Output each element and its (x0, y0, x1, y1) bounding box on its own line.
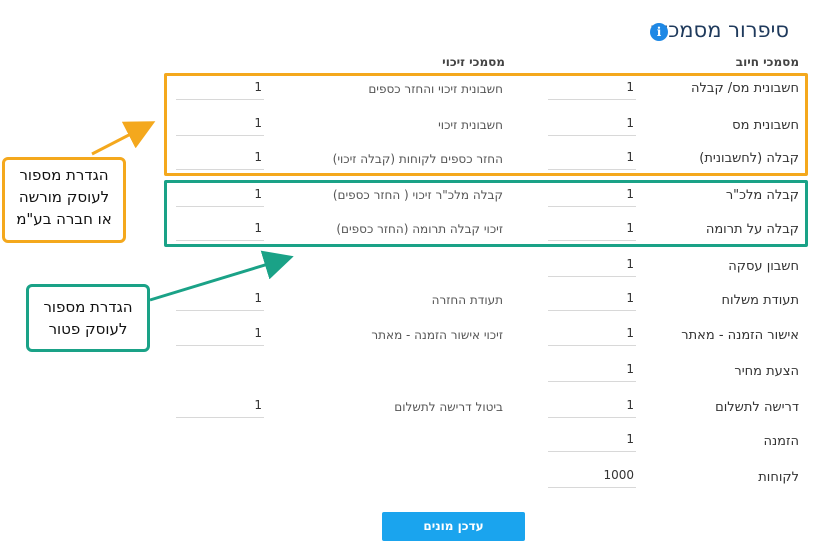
debit-counter-input[interactable]: 1 (548, 187, 636, 207)
info-icon[interactable]: i (650, 23, 668, 41)
credit-label: זיכוי אישור הזמנה - מאתר (371, 328, 503, 342)
debit-label: דרישה לתשלום (715, 400, 799, 415)
credit-counter-input[interactable]: 1 (176, 116, 264, 136)
credit-counter-input[interactable]: 1 (176, 398, 264, 418)
debit-column-header: מסמכי חיוב (735, 55, 799, 69)
credit-label: חשבונית זיכוי (438, 118, 503, 132)
debit-counter-input[interactable]: 1000 (548, 468, 636, 488)
callout-line: הגדרת מספור (43, 298, 133, 316)
debit-label: חשבונית מס (732, 118, 799, 133)
credit-label: חשבונית זיכוי והחזר כספים (368, 82, 503, 96)
credit-counter-input[interactable]: 1 (176, 187, 264, 207)
debit-counter-input[interactable]: 1 (548, 257, 636, 277)
credit-label: תעודת החזרה (431, 293, 503, 307)
teal-arrow (149, 250, 294, 302)
credit-label: קבלה מלכ"ר זיכוי ( החזר כספים) (332, 188, 503, 202)
debit-label: קבלה מלכ"ר (725, 188, 799, 203)
callout-line: הגדרת מספור (19, 166, 109, 184)
callout-line: לעוסק פטור (48, 320, 128, 338)
credit-label: ביטול דרישה לתשלום (394, 400, 503, 414)
update-counters-button[interactable]: עדכן מונים (382, 512, 525, 541)
credit-counter-input[interactable]: 1 (176, 221, 264, 241)
callout-line: או חברה בע"מ (16, 210, 112, 228)
debit-label: חשבון עסקה (728, 259, 799, 274)
debit-label: קבלה על תרומה (705, 222, 799, 237)
debit-counter-input[interactable]: 1 (548, 150, 636, 170)
orange-highlight-box (164, 73, 808, 176)
credit-column-header: מסמכי זיכוי (442, 55, 505, 69)
callout-line: לעוסק מורשה (18, 188, 110, 206)
debit-label: תעודת משלוח (721, 293, 799, 308)
page-title: סיפרור מסמכים (649, 18, 789, 42)
debit-counter-input[interactable]: 1 (548, 221, 636, 241)
debit-counter-input[interactable]: 1 (548, 362, 636, 382)
debit-counter-input[interactable]: 1 (548, 80, 636, 100)
debit-counter-input[interactable]: 1 (548, 326, 636, 346)
debit-label: הצעת מחיר (734, 364, 799, 379)
orange-callout: הגדרת מספור לעוסק מורשה או חברה בע"מ (2, 157, 126, 243)
teal-highlight-box (164, 180, 808, 247)
debit-label: הזמנה (763, 434, 799, 449)
debit-label: קבלה (לחשבונית) (699, 151, 799, 166)
debit-label: אישור הזמנה - מאתר (681, 328, 799, 343)
debit-counter-input[interactable]: 1 (548, 432, 636, 452)
debit-counter-input[interactable]: 1 (548, 398, 636, 418)
debit-counter-input[interactable]: 1 (548, 116, 636, 136)
credit-counter-input[interactable]: 1 (176, 80, 264, 100)
teal-callout: הגדרת מספור לעוסק פטור (26, 284, 150, 352)
debit-label: לקוחות (758, 470, 799, 485)
credit-counter-input[interactable]: 1 (176, 291, 264, 311)
debit-counter-input[interactable]: 1 (548, 291, 636, 311)
credit-counter-input[interactable]: 1 (176, 326, 264, 346)
credit-label: החזר כספים לקוחות (קבלה זיכוי) (332, 152, 503, 166)
orange-arrow (91, 121, 156, 156)
credit-label: זיכוי קבלה תרומה (החזר כספים) (336, 222, 503, 236)
credit-counter-input[interactable]: 1 (176, 150, 264, 170)
debit-label: חשבונית מס/ קבלה (691, 81, 799, 96)
